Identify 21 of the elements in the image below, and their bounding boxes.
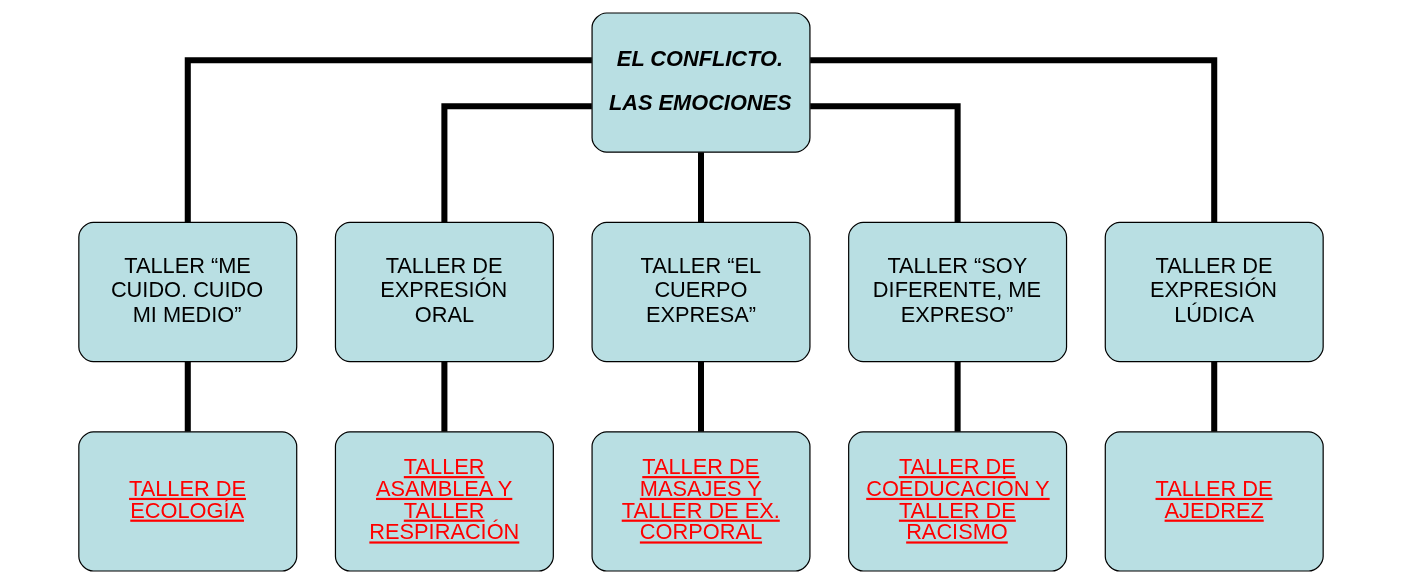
node-box: TALLER DE EXPRESIÓN LÚDICA <box>1104 221 1324 363</box>
connector <box>1210 361 1217 432</box>
node-box: TALLER DE MASAJES Y TALLER DE EX. CORPORAL <box>590 431 811 572</box>
node-box: TALLER DE COEDUCACIÓN Y TALLER DE RACISMO <box>847 431 1067 572</box>
node-box: TALLER DE ECOLOGÍA <box>77 431 297 572</box>
connector <box>184 361 191 432</box>
connector <box>809 57 1217 223</box>
node-box: TALLER “ME CUIDO. CUIDO MI MEDIO” <box>77 221 297 363</box>
connector <box>440 103 592 223</box>
connector <box>697 152 704 223</box>
node-box: EL CONFLICTO. LAS EMOCIONES <box>590 12 811 153</box>
connector <box>809 103 961 223</box>
node-box: TALLER DE EXPRESIÓN ORAL <box>334 221 554 363</box>
node-box: TALLER “EL CUERPO EXPRESA” <box>590 221 811 363</box>
connector <box>954 361 961 432</box>
node-box: TALLER “SOY DIFERENTE, ME EXPRESO” <box>847 221 1067 363</box>
connector <box>184 57 592 223</box>
connector <box>440 361 447 432</box>
node-box: TALLER DE AJEDREZ <box>1104 431 1324 572</box>
node-box: TALLER ASAMBLEA Y TALLER RESPIRACIÓN <box>334 431 554 572</box>
connector <box>697 361 704 432</box>
